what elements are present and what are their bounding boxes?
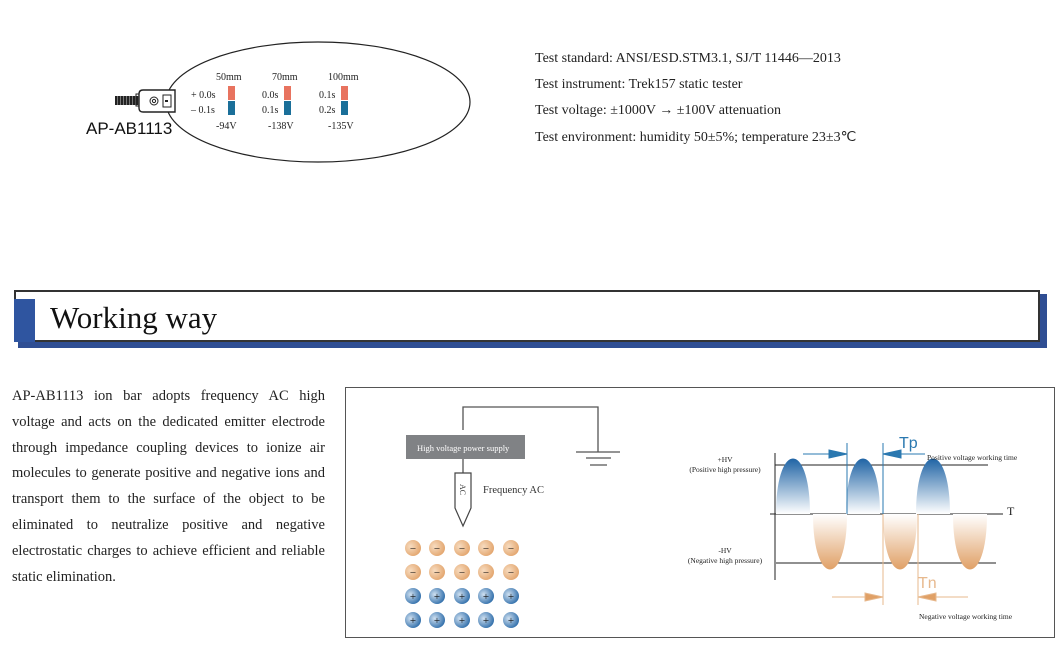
minus-time: 0.1s [262, 105, 279, 116]
negative-half-waves [813, 514, 987, 570]
positive-ion-icon: + [478, 612, 494, 628]
negative-bar [228, 101, 235, 115]
svg-text:−: − [434, 567, 440, 579]
svg-text:+: + [434, 615, 440, 627]
negative-ion-icon: − [478, 540, 494, 556]
negative-ion-icon: − [454, 540, 470, 556]
voltage-label: -135V [328, 121, 354, 132]
negative-ion-icon: − [429, 564, 445, 580]
probe-label: AC [458, 484, 467, 495]
negative-bar [284, 101, 291, 115]
plus-time: + 0.0s [191, 90, 216, 101]
svg-text:+: + [410, 591, 416, 603]
distance-label: 50mm [216, 72, 242, 83]
ion-bar-device-icon [115, 89, 176, 113]
power-supply-box [406, 435, 525, 459]
svg-text:+: + [434, 591, 440, 603]
section-header-accent [14, 299, 35, 342]
working-description: AP-AB1113 ion bar adopts frequency AC hi… [12, 388, 325, 585]
svg-text:+: + [410, 615, 416, 627]
distance-label: 70mm [272, 72, 298, 83]
positive-half-waves [776, 458, 950, 514]
test-voltage: Test voltage: ±1000V → ±100V attenuation [535, 103, 782, 118]
distance-label: 100mm [328, 72, 359, 83]
negative-ion-icon: − [503, 540, 519, 556]
negative-bar [341, 101, 348, 115]
positive-ion-icon: + [454, 588, 470, 604]
svg-text:−: − [483, 567, 489, 579]
positive-ion-icon: + [503, 612, 519, 628]
plus-hv-label: +HV [717, 455, 733, 464]
frequency-label: Frequency AC [483, 485, 544, 496]
negative-time-label: Negative voltage working time [919, 612, 1013, 621]
model-label: AP-AB1113 [86, 119, 172, 138]
minus-hv-desc: (Negative high pressure) [688, 556, 763, 565]
test-environment: Test environment: humidity 50±5%; temper… [535, 130, 857, 145]
svg-text:−: − [410, 567, 416, 579]
tn-label: Tn [918, 575, 937, 592]
svg-text:−: − [459, 567, 465, 579]
positive-bar [341, 86, 348, 100]
negative-ion-icon: − [503, 564, 519, 580]
positive-ion-icon: + [478, 588, 494, 604]
measurement-ellipse [165, 41, 471, 163]
positive-bar [284, 86, 291, 100]
ground-icon [576, 451, 620, 466]
minus-time: – 0.1s [190, 105, 215, 116]
svg-text:+: + [459, 615, 465, 627]
negative-ion-icon: − [405, 540, 421, 556]
positive-time-label: Positive voltage working time [927, 453, 1018, 462]
power-supply-label: High voltage power supply [417, 443, 510, 453]
voltage-label: -138V [268, 121, 294, 132]
positive-ion-icon: + [405, 612, 421, 628]
section-title: Working way [50, 300, 218, 335]
positive-ion-icon: + [405, 588, 421, 604]
svg-text:+: + [483, 615, 489, 627]
tp-label: Tp [899, 435, 918, 452]
positive-ion-icon: + [429, 612, 445, 628]
svg-text:−: − [434, 543, 440, 555]
positive-ion-icon: + [454, 612, 470, 628]
negative-ion-icon: − [478, 564, 494, 580]
time-axis-label: T [1007, 504, 1015, 518]
test-instrument: Test instrument: Trek157 static tester [535, 77, 743, 92]
product-figure: AP-AB1113 50mm + 0.0s – 0.1s -94V 70mm 0… [86, 41, 471, 163]
positive-ion-icon: + [429, 588, 445, 604]
negative-ion-icon: − [429, 540, 445, 556]
negative-ion-icon: − [454, 564, 470, 580]
svg-text:−: − [483, 543, 489, 555]
svg-text:+: + [459, 591, 465, 603]
svg-text:+: + [508, 615, 514, 627]
svg-text:−: − [410, 543, 416, 555]
svg-text:−: − [459, 543, 465, 555]
working-diagram-panel [345, 387, 1055, 638]
tp-marker [803, 443, 925, 514]
plus-time: 0.0s [262, 90, 279, 101]
svg-text:+: + [483, 591, 489, 603]
working-diagram: High voltage power supply AC Frequency A… [405, 406, 1018, 628]
positive-bar [228, 86, 235, 100]
tn-marker [832, 514, 968, 605]
emitter-probe-icon [454, 472, 472, 528]
svg-text:−: − [508, 567, 514, 579]
negative-ion-icon: − [405, 564, 421, 580]
positive-ion-icon: + [503, 588, 519, 604]
plus-hv-desc: (Positive high pressure) [689, 465, 761, 474]
minus-hv-label: -HV [718, 546, 732, 555]
svg-text:+: + [508, 591, 514, 603]
minus-time: 0.2s [319, 105, 336, 116]
plus-time: 0.1s [319, 90, 336, 101]
voltage-label: -94V [216, 121, 237, 132]
svg-text:−: − [508, 543, 514, 555]
test-standard: Test standard: ANSI/ESD.STM3.1, SJ/T 114… [535, 51, 841, 66]
